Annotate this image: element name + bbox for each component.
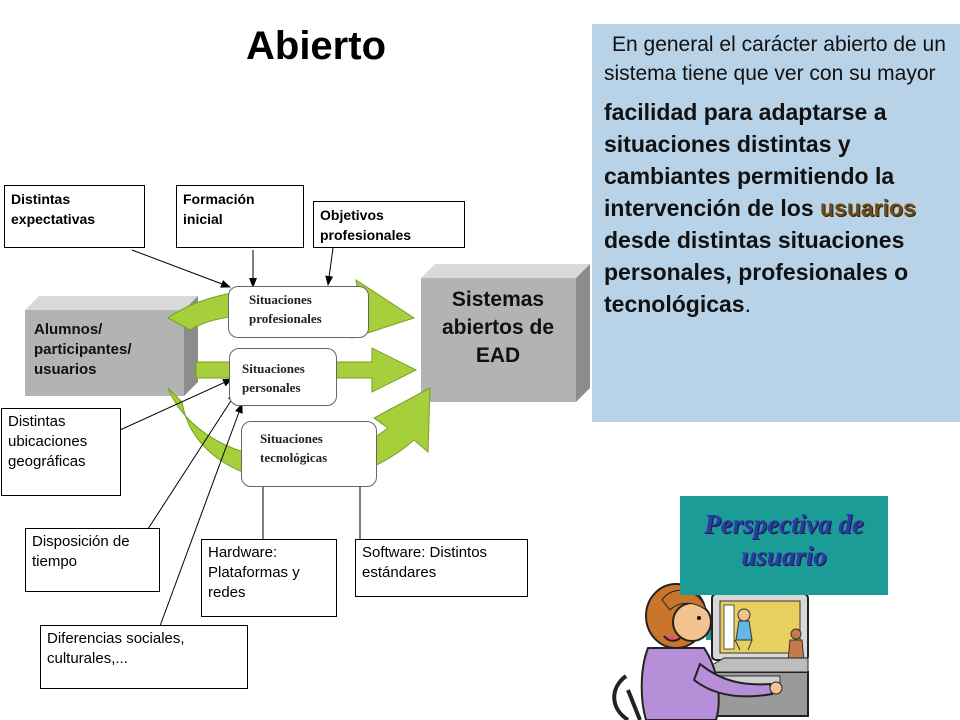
description-panel: En general el carácter abierto de un sis… <box>592 24 960 422</box>
node-formacion-inicial: Formación inicial <box>176 185 304 248</box>
node-software: Software: Distintos estándares <box>355 539 528 597</box>
description-highlight: usuarios <box>820 195 916 221</box>
node-diferencias-sociales: Diferencias sociales, culturales,... <box>40 625 248 689</box>
node-disposicion-tiempo: Disposición de tiempo <box>25 528 160 592</box>
description-paragraph: En general el carácter abierto de un sis… <box>604 30 954 320</box>
description-end: . <box>744 291 751 317</box>
page-title: Abierto <box>246 24 386 68</box>
node-distintas-ubicaciones: Distintas ubicaciones geográficas <box>1 408 121 496</box>
computer-user-illustration <box>612 583 809 720</box>
perspectiva-usuario-banner: Perspectiva de usuario <box>680 496 888 595</box>
alumnos-label: Alumnos/ participantes/ usuarios <box>34 321 132 378</box>
sistemas-block <box>421 264 590 402</box>
description-bold-after: desde distintas situaciones personales, … <box>604 227 909 317</box>
node-objetivos-profesionales: Objetivos profesionales <box>313 201 465 248</box>
node-hardware: Hardware: Plataformas y redes <box>201 539 337 617</box>
sistemas-label: Sistemas abiertos de EAD <box>441 288 555 367</box>
description-lead: En general el carácter abierto de un sis… <box>604 33 946 85</box>
description-bold: facilidad para adaptarse a situaciones d… <box>604 96 954 320</box>
node-situaciones-profesionales: Situaciones profesionales <box>228 286 369 338</box>
description-bold-before: facilidad para adaptarse a situaciones d… <box>604 99 895 221</box>
alumnos-block <box>25 296 198 396</box>
node-situaciones-personales: Situaciones personales <box>229 348 337 406</box>
node-distintas-expectativas: Distintas expectativas <box>4 185 145 248</box>
node-situaciones-tecnologicas: Situaciones tecnológicas <box>241 421 377 487</box>
